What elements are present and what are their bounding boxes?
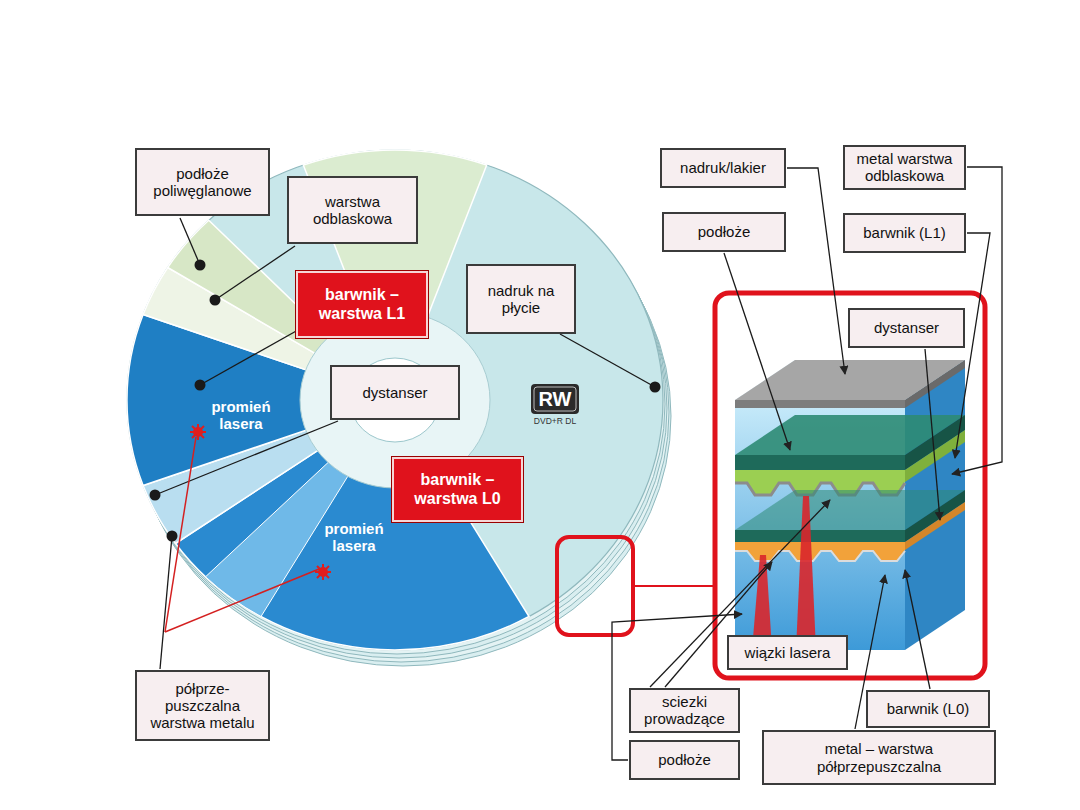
label-text: nadruk/lakier [668,159,778,176]
laser-leader-line [165,437,196,632]
laser-spot [315,564,331,580]
label-text: warstwa odblaskowa [295,193,410,228]
zoom-link [633,585,715,587]
leader-dot [167,531,178,542]
label-text: dystanser [856,319,957,336]
label-text: półprze- puszczalna warstwa metalu [143,680,262,732]
label-text: metal warstwa odblaskowa [851,150,958,185]
label-box: warstwa odblaskowa [287,176,418,244]
label-text: barwnik – warstwa L0 [400,471,515,508]
leader-dot [195,260,206,271]
leader-arrows [612,167,1002,760]
label-text: barwnik (L0) [874,700,982,717]
leader-dot [650,382,661,393]
label-box: podłoże [662,212,786,252]
label-box: wiązki lasera [727,635,848,670]
laser-leader-line [165,569,319,632]
print-layer [905,360,965,408]
leader-dot [210,295,221,306]
label-box: metal – warstwa półprzepuszczalna [762,730,996,785]
leader-dot [150,490,161,501]
label-box: barwnik (L0) [866,690,990,728]
layer-label-box: barwnik – warstwa L0 [392,457,523,522]
print-layer [735,400,905,408]
label-box: podłoże poliwęglanowe [135,148,270,216]
label-box: dystanser [330,365,460,420]
label-text: wiązki lasera [735,644,840,661]
substrate-slab [735,455,905,470]
label-box: nadruk na płycie [466,264,576,334]
leader-lines [155,218,655,669]
zoom-marker [557,537,633,635]
leader-arrow [905,570,930,689]
label-box: półprze- puszczalna warstwa metalu [135,670,270,741]
label-text: dystanser [338,384,452,401]
laser-spot [190,424,206,440]
label-text: podłoże [670,223,778,240]
layer-label-box: barwnik – warstwa L1 [296,271,428,338]
leader-line [560,334,655,387]
beam-label: promień lasera [316,520,392,555]
label-text: sciezki prowadzące [637,693,732,728]
spacer-slab [735,530,905,542]
leader-line [180,218,200,265]
label-box: barwnik (L1) [843,213,966,253]
leader-arrow [925,349,940,520]
leader-line [200,330,298,385]
label-box: nadruk/lakier [660,148,786,188]
laser-leader-lines [165,437,319,632]
logo-caption: DVD+R DL [523,417,587,427]
leader-line [215,246,295,300]
leader-arrow [724,253,790,450]
label-text: podłoże [637,751,732,768]
laser-beam [796,496,816,650]
zoom-frame [715,293,985,678]
label-text: nadruk na płycie [474,282,568,317]
label-text: metal – warstwa półprzepuszczalna [770,740,988,775]
block-top [735,360,965,400]
label-box: dystanser [848,308,965,348]
leader-dot [195,380,206,391]
beam-label: promień lasera [203,398,279,433]
laser-spot [190,424,331,580]
rw-logo [531,384,579,414]
layer-block [735,360,965,650]
label-text: barwnik – warstwa L1 [304,286,420,323]
disc [127,150,671,666]
label-box: podłoże [629,740,740,780]
label-box: metal warstwa odblaskowa [843,145,966,190]
label-text: podłoże poliwęglanowe [143,165,262,200]
label-box: sciezki prowadzące [629,688,740,733]
leader-dots [150,260,661,542]
dye-l0 [905,502,965,550]
logo-text: RW [531,388,579,411]
leader-arrow [612,614,742,760]
print-layer [735,360,965,400]
leader-arrow [787,168,845,374]
disc-top [127,150,663,650]
label-text: barwnik (L1) [851,224,958,241]
